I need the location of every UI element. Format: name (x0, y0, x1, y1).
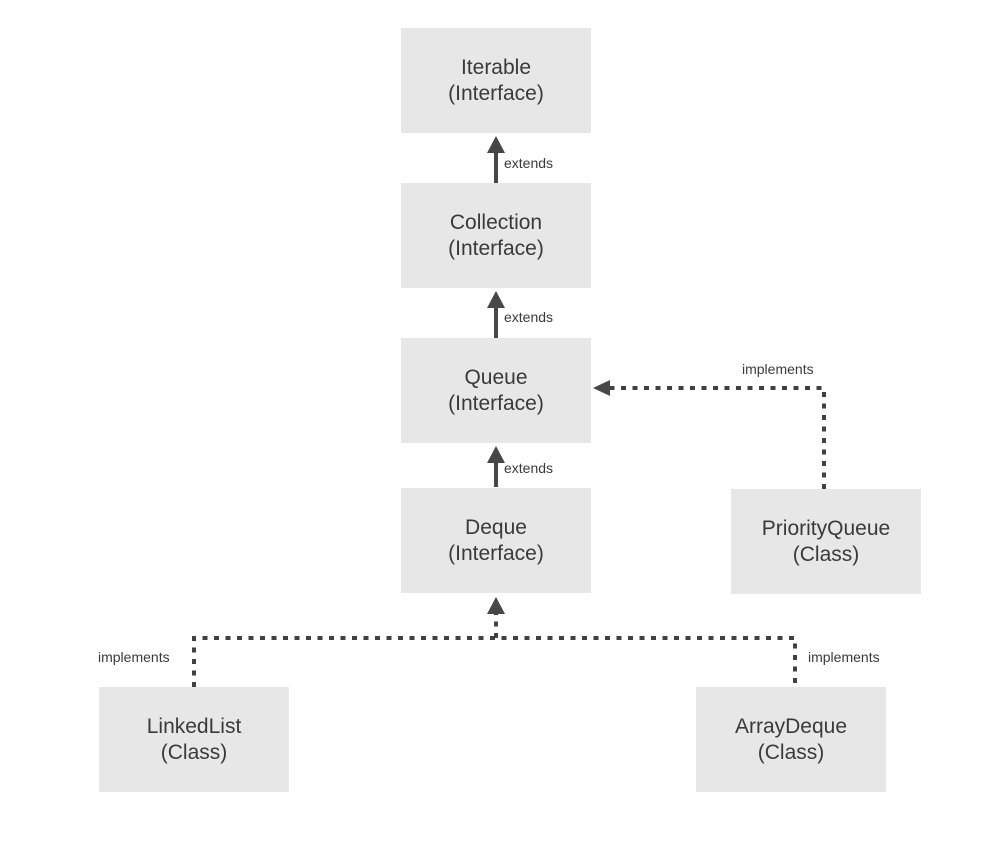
node-priorityqueue-subtitle: (Class) (792, 542, 860, 566)
edge-label-implements-arraydeque: implements (808, 649, 880, 665)
edge-label-implements-linkedlist: implements (98, 649, 170, 665)
node-linkedlist-subtitle: (Class) (160, 740, 228, 764)
node-arraydeque-title: ArrayDeque (734, 714, 848, 738)
edge-collection-extends-iterable (487, 136, 505, 183)
node-deque-title: Deque (465, 515, 527, 539)
edge-label-implements-priorityqueue: implements (742, 361, 814, 377)
node-arraydeque-subtitle: (Class) (757, 740, 825, 764)
node-linkedlist-title: LinkedList (146, 714, 242, 738)
node-linkedlist: LinkedList (Class) (99, 687, 289, 792)
node-priorityqueue-title: PriorityQueue (761, 516, 891, 540)
edge-queue-extends-collection (487, 291, 505, 338)
edge-label-extends-collection-iterable: extends (504, 155, 554, 171)
node-priorityqueue: PriorityQueue (Class) (731, 489, 921, 594)
node-queue: Queue (Interface) (401, 338, 591, 443)
node-arraydeque: ArrayDeque (Class) (696, 687, 886, 792)
node-deque: Deque (Interface) (401, 488, 591, 593)
node-collection: Collection (Interface) (401, 183, 591, 288)
node-collection-subtitle: (Interface) (448, 236, 544, 260)
node-collection-title: Collection (449, 210, 543, 234)
edge-priorityqueue-implements-queue (593, 380, 826, 489)
node-iterable: Iterable (Interface) (401, 28, 591, 133)
node-queue-title: Queue (464, 365, 528, 389)
edge-deque-extends-queue (487, 446, 505, 487)
edge-label-extends-queue-collection: extends (504, 309, 554, 325)
edge-linkedlist-arraydeque-implements-deque (192, 597, 797, 687)
node-iterable-subtitle: (Interface) (448, 81, 544, 105)
node-queue-subtitle: (Interface) (448, 391, 544, 415)
edge-label-extends-deque-queue: extends (504, 460, 554, 476)
node-deque-subtitle: (Interface) (448, 541, 544, 565)
node-iterable-title: Iterable (460, 55, 532, 79)
